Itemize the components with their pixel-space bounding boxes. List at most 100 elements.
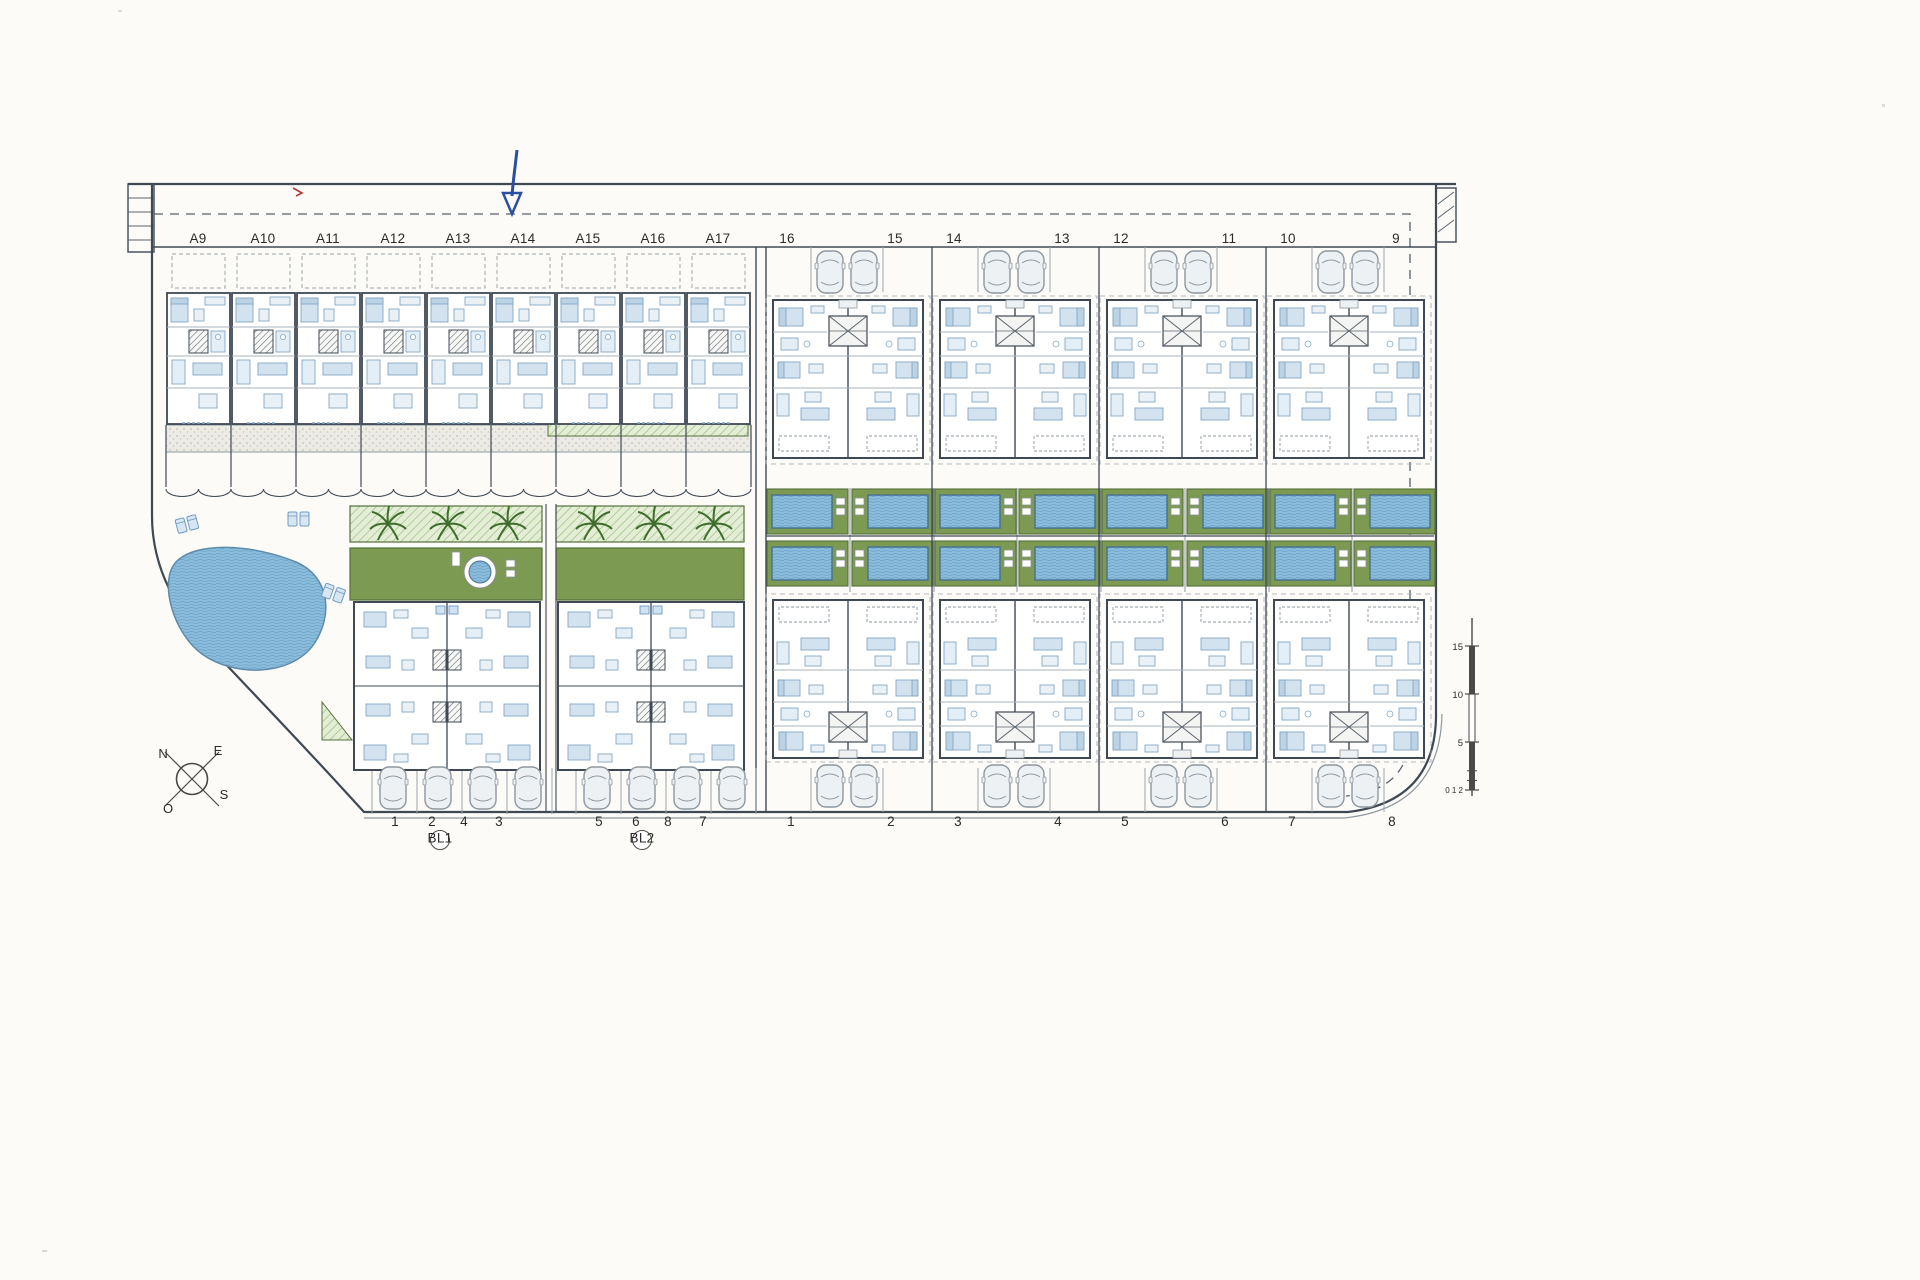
unit-label-bottom-right: 4 [1054,814,1062,829]
unit-label-bottom-left: 3 [495,814,503,829]
entry-patio [561,253,616,289]
pool-garden [934,488,1017,535]
unit-label-top-left: A10 [251,231,276,246]
unit-label-top-left: A14 [511,231,536,246]
green-triangle [321,700,354,741]
entry-patio [366,253,421,289]
unit-label-bottom-left: 5 [595,814,603,829]
pool-garden [1353,488,1436,535]
car [1182,250,1214,294]
compass-rose: N E S O [158,743,228,816]
car [1015,764,1047,808]
block-badge-label: BL2 [630,831,655,846]
unit-label-top-left: A13 [446,231,471,246]
car [467,766,499,810]
plot-boundary-linework [42,10,1885,1252]
unit-label-top-right: 16 [779,231,795,246]
pool-garden [1101,488,1184,535]
car [512,766,544,810]
compass-s-label: S [220,787,229,802]
pool-garden [1353,540,1436,587]
townhouse-unit [296,292,361,425]
communal-garden [555,547,745,601]
block-badge [430,830,450,850]
unit-label-bottom-left: 8 [664,814,672,829]
red-annotation [292,187,304,197]
pool-garden [1101,540,1184,587]
townhouse-unit [231,292,296,425]
pool-garden [766,488,849,535]
duplex-building-top [766,296,930,464]
entry-patio [236,253,291,289]
duplex-building-bottom [1100,594,1264,762]
entrance-arrow [501,149,523,218]
car [1182,764,1214,808]
unit-label-top-right: 11 [1222,231,1237,246]
scale-tick-15: 15 [1452,642,1463,653]
scale-tick-012: 0 1 2 [1445,786,1463,795]
unit-label-bottom-left: 7 [699,814,707,829]
car [1015,250,1047,294]
car [814,250,846,294]
scale-tick-5: 5 [1458,738,1463,749]
compass-e-label: E [214,743,223,758]
scale-bar: 15 10 5 0 1 2 [1445,618,1479,796]
block-badge-label: BL1 [428,831,453,846]
pool-garden [766,540,849,587]
entry-patio [626,253,681,289]
unit-label-bottom-right: 2 [887,814,895,829]
unit-label-top-right: 12 [1113,231,1129,246]
car [581,766,613,810]
duplex-building-bottom [766,594,930,762]
unit-label-top-right: 10 [1280,231,1296,246]
entry-patio [171,253,226,289]
unit-label-top-left: A9 [189,231,206,246]
unit-label-bottom-left: 2 [428,814,436,829]
townhouse-unit [361,292,426,425]
pool-garden [1269,540,1352,587]
pool-garden [1186,540,1269,587]
car [848,250,880,294]
garden-fence [165,488,752,498]
unit-label-top-right: 15 [887,231,903,246]
pond [167,546,327,671]
unit-label-top-left: A12 [381,231,406,246]
car [814,764,846,808]
car [1315,764,1347,808]
garden-detail [451,551,461,567]
car [1148,764,1180,808]
pool-garden [1018,540,1101,587]
unit-label-bottom-left: 6 [632,814,640,829]
unit-label-bottom-right: 5 [1121,814,1129,829]
unit-label-top-left: A15 [576,231,601,246]
townhouse-unit [686,292,751,425]
round-pool [468,560,492,584]
car [626,766,658,810]
unit-label-top-right: 13 [1054,231,1070,246]
unit-label-top-right: 9 [1392,231,1400,246]
block-badge [632,830,652,850]
pool-garden [1186,488,1269,535]
unit-label-bottom-right: 8 [1388,814,1396,829]
pool-garden [851,540,934,587]
pool-garden [1018,488,1101,535]
unit-label-bottom-right: 3 [954,814,962,829]
unit-label-bottom-left: 1 [391,814,399,829]
duplex-building-top [1100,296,1264,464]
unit-label-top-left: A11 [316,231,340,246]
entry-patio [301,253,356,289]
car [1349,250,1381,294]
unit-label-bottom-right: 1 [787,814,795,829]
garden-table-icon [505,559,516,568]
duplex-building-top [933,296,1097,464]
townhouse-unit [556,292,621,425]
entry-patio [431,253,486,289]
townhouse-unit [621,292,686,425]
car [1349,764,1381,808]
car [716,766,748,810]
unit-label-bottom-right: 6 [1221,814,1229,829]
plot-divider-lines [165,247,1434,814]
